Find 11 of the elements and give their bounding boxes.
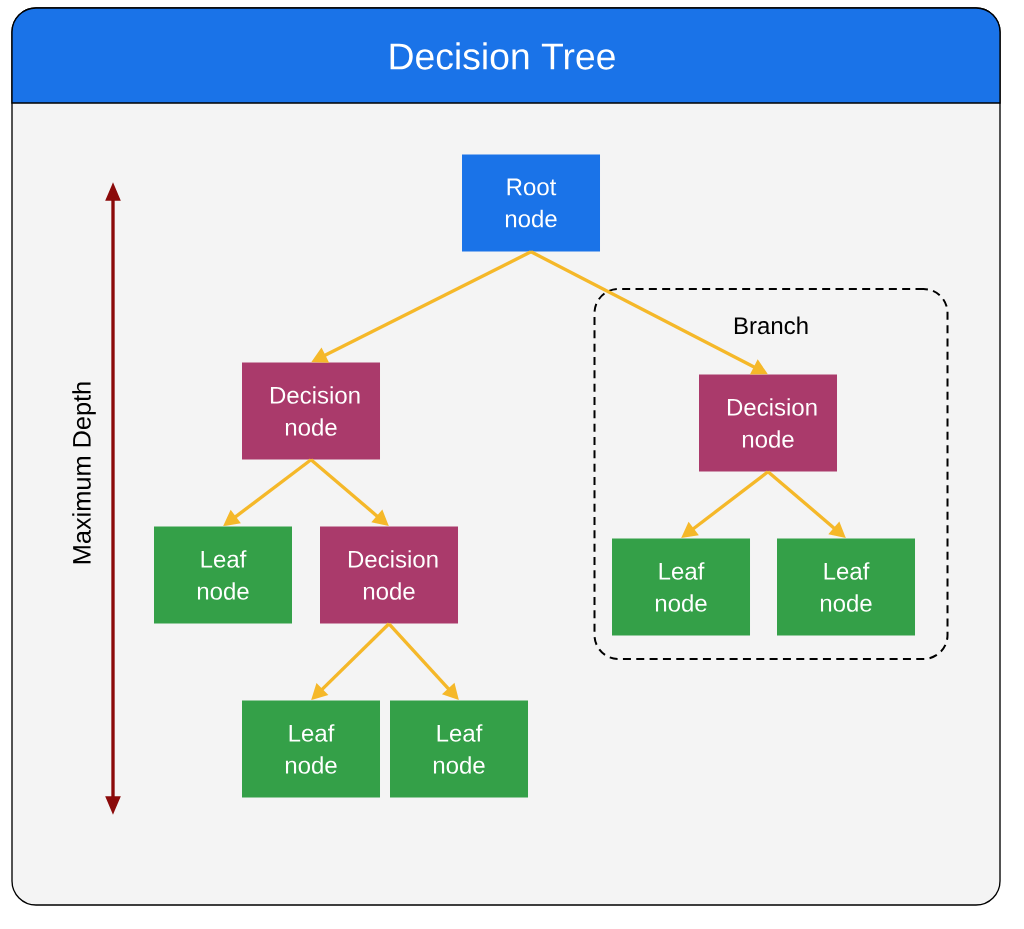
leaf-node-box: Leaf node xyxy=(390,700,528,798)
leaf-node-box: Leaf node xyxy=(612,538,750,636)
decision-node-box: Decision node xyxy=(242,362,380,460)
title: Decision Tree xyxy=(390,42,615,70)
decision-node-box: Decision node xyxy=(320,526,458,624)
leaf-node-box: Leaf node xyxy=(777,538,915,636)
leaf-node-box: Leaf node xyxy=(154,526,292,624)
decision-node-box: Decision node xyxy=(699,374,837,472)
axis-label: Maximum Depth xyxy=(72,382,96,564)
leaf-node-box: Leaf node xyxy=(242,700,380,798)
root-node-box: Root node xyxy=(462,154,600,252)
